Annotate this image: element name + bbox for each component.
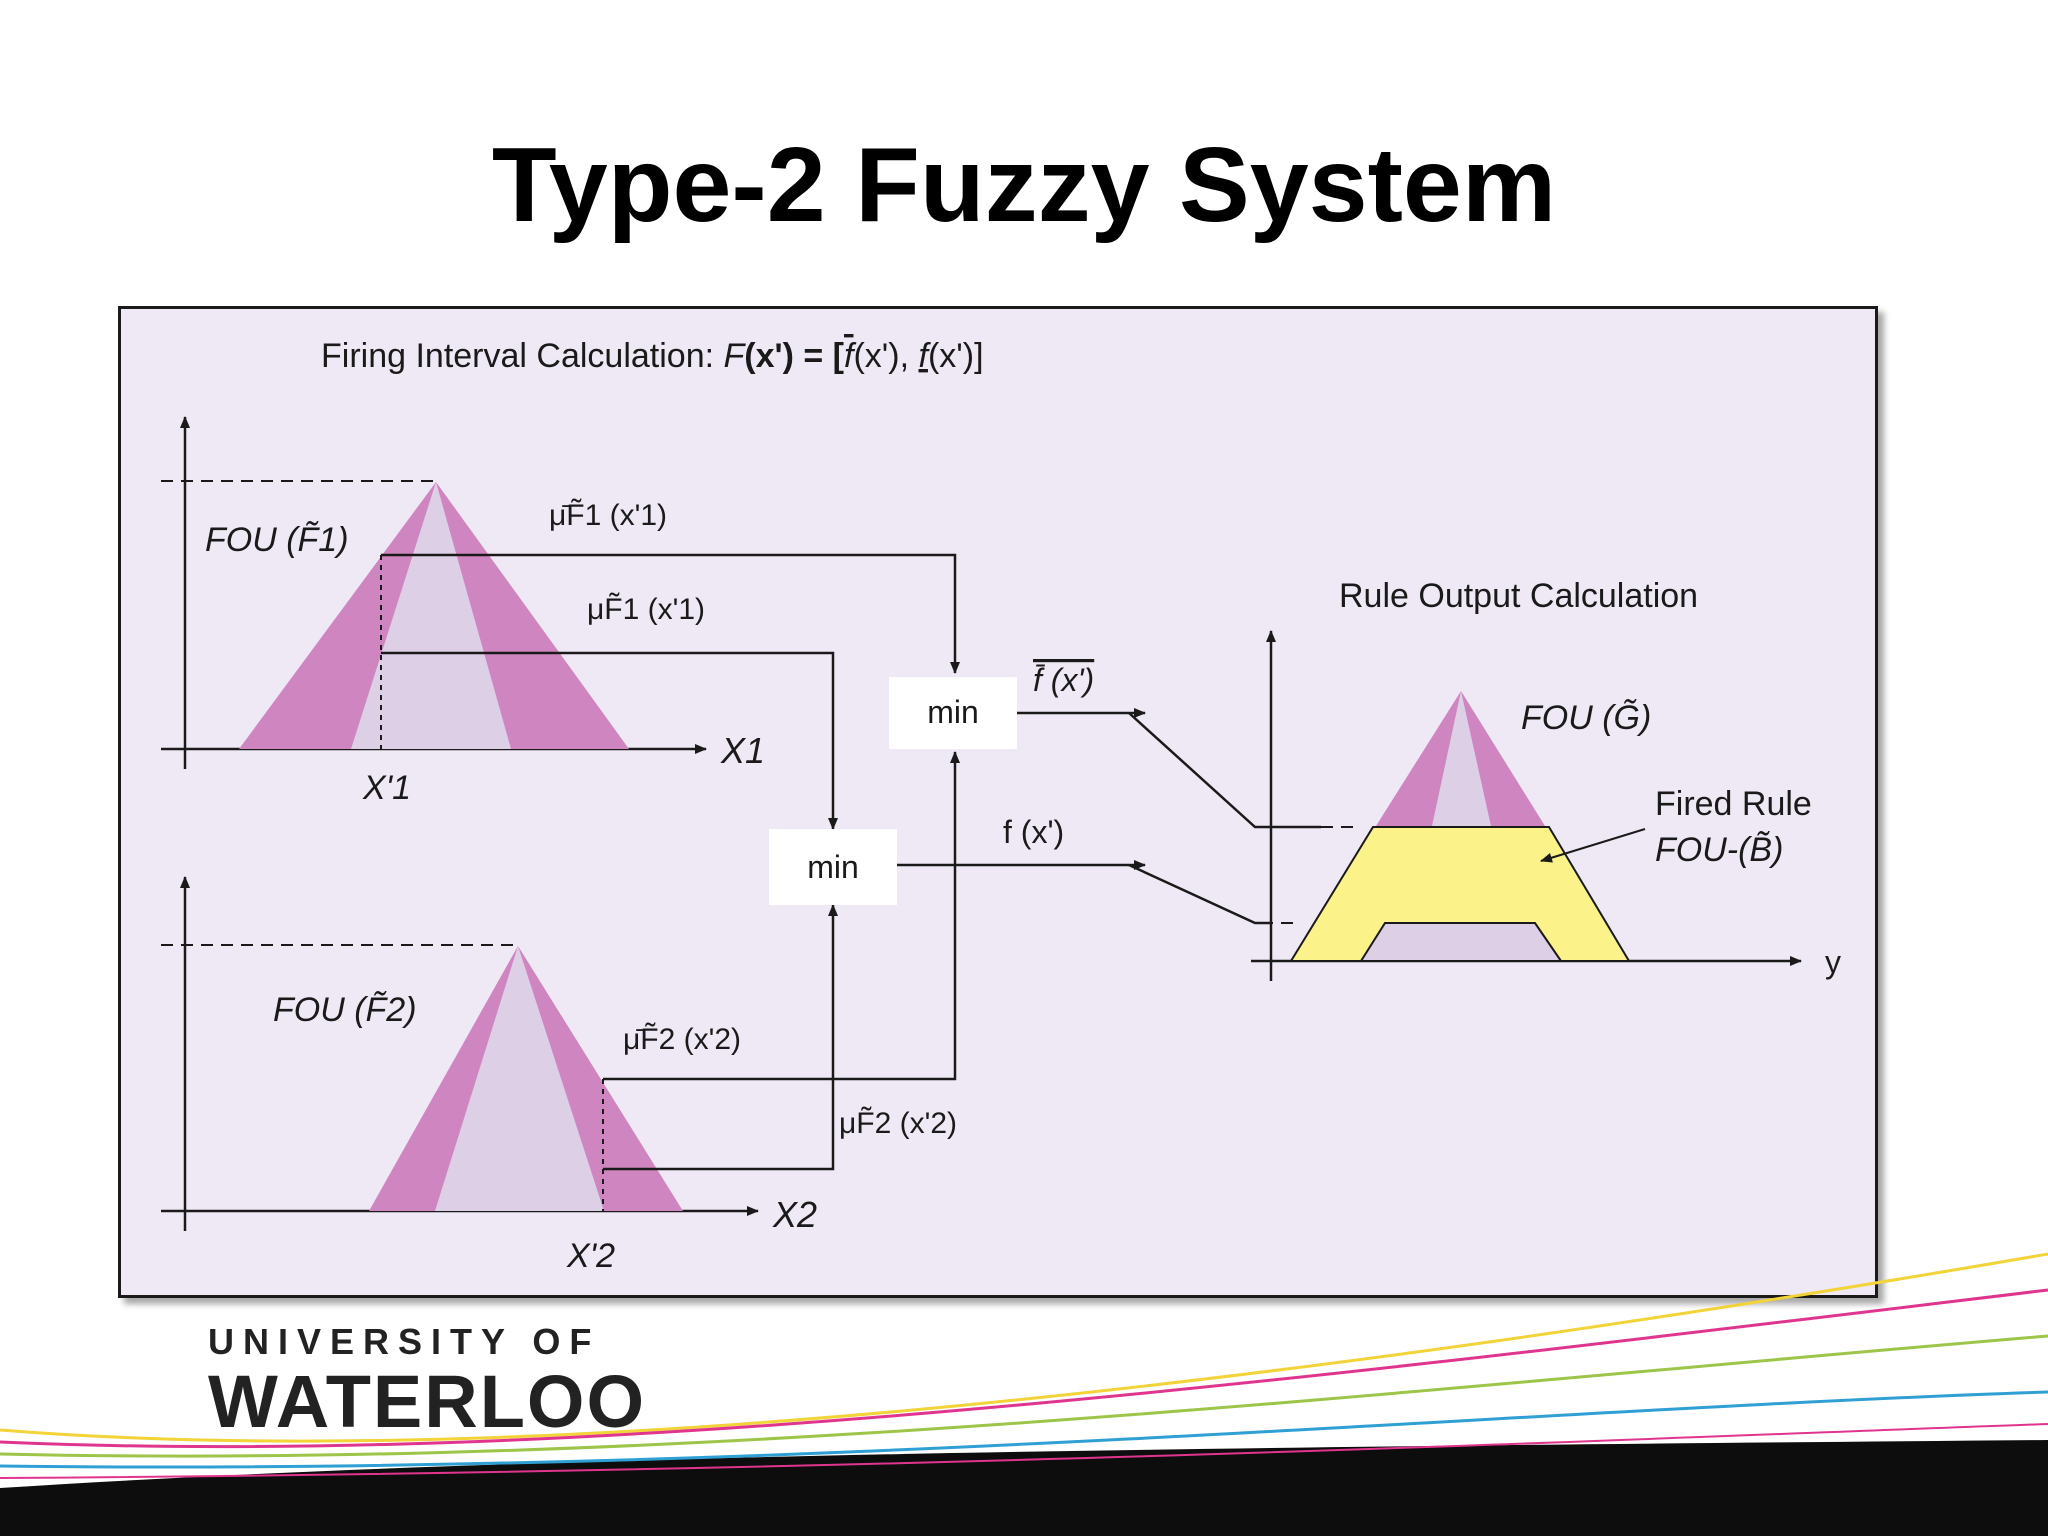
- point-x2-label: X'2: [566, 1237, 615, 1275]
- axis-x2-label: X2: [772, 1194, 817, 1235]
- min-box-top-label: min: [927, 694, 979, 730]
- fou-f1-label: FOU (F̃1): [205, 521, 349, 559]
- mu-upper-2-label: μ̄F̃2 (x'2): [623, 1023, 741, 1056]
- fou-f2-inner: [435, 946, 604, 1211]
- mu-upper-1-label: μ̄F̃1 (x'1): [549, 499, 667, 532]
- logo-main-text: WATERLOO: [208, 1360, 647, 1443]
- fou-g-label: FOU (G̃): [1521, 699, 1651, 737]
- f-upper-out-label: f̄ (x'): [1033, 662, 1094, 698]
- line-mu-upper-1: [381, 553, 960, 674]
- fired-rule-label-1: Fired Rule: [1655, 785, 1812, 823]
- fired-rule-outline: [1289, 826, 1631, 962]
- line-f-lower-to-rule: [1128, 863, 1271, 925]
- logo-top-text: UNIVERSITY OF: [208, 1321, 601, 1362]
- min-box-top: min: [889, 677, 1017, 749]
- line-mu-upper-2: [603, 751, 960, 1081]
- swoosh-black-band: [0, 1440, 2048, 1536]
- diagram-canvas: Firing Interval Calculation: F(x') = [f(…: [161, 337, 1841, 1275]
- min-box-top-rect: [889, 677, 1017, 749]
- axis-x1-label: X1: [720, 730, 765, 771]
- mu-lower-2-label: μF̃2 (x'2): [839, 1107, 957, 1140]
- min-box-bottom-label: min: [807, 849, 859, 885]
- university-logo: UNIVERSITY OF WATERLOO: [208, 1322, 646, 1442]
- fou-f1-inner: [351, 482, 511, 749]
- min-box-bottom: min: [769, 829, 897, 905]
- axis-y-label: y: [1825, 944, 1841, 980]
- f-lower-out-label: f (x'): [1003, 814, 1064, 850]
- fired-rule-inner: [1361, 923, 1561, 961]
- fou-f2-plot: FOU (F̃2) X'2 X2: [161, 876, 817, 1275]
- diagram-figure: Firing Interval Calculation: F(x') = [f(…: [118, 306, 1878, 1298]
- diagram-header: Firing Interval Calculation: F(x') = [f(…: [321, 337, 984, 375]
- point-x1-label: X'1: [362, 769, 411, 807]
- connection-lines: [381, 553, 1321, 1171]
- rule-output-plot: Rule Output Calculation FOU (G̃) Fired R…: [1251, 577, 1841, 981]
- mu-lower-1-label: μF̃1 (x'1): [587, 593, 705, 626]
- rule-output-title: Rule Output Calculation: [1339, 577, 1698, 615]
- fired-rule-label-2: FOU-(B̃): [1655, 831, 1783, 869]
- fou-f2-label: FOU (F̃2): [273, 991, 417, 1029]
- fou-f1-plot: FOU (F̃1) X'1 X1: [161, 416, 765, 807]
- fired-rule-pointer: [1540, 828, 1646, 863]
- fired-rule-inner-outline: [1360, 922, 1562, 962]
- line-mu-lower-1: [381, 651, 838, 830]
- line-f-upper-to-rule: [1128, 712, 1321, 829]
- line-mu-lower-2: [603, 904, 838, 1171]
- slide-title: Type-2 Fuzzy System: [491, 126, 1557, 244]
- min-box-bottom-rect: [769, 829, 897, 905]
